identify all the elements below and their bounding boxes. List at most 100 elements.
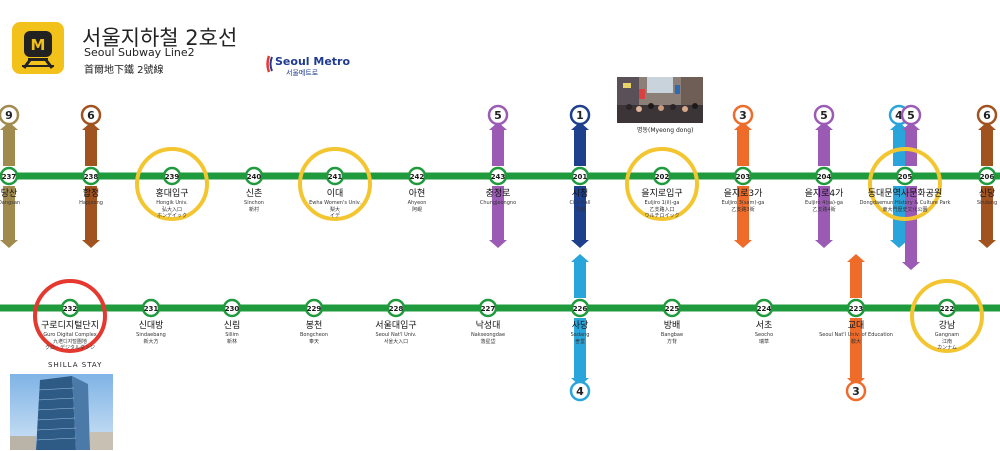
station-node [60,298,80,318]
station-name-ko: 을지로4가 [805,188,844,199]
highlight-ring [910,279,984,353]
station-name-kana: クロ・デジタルダンジ [45,344,95,351]
station-name-ko: 신림 [224,319,241,331]
station-name-ko: 을지로입구 [641,187,682,199]
transfer-arrow-icon [489,122,507,130]
transfer-arrow-icon [489,240,507,248]
station-name-en: Hongik Univ. [156,200,188,206]
line-number-badge [845,380,867,402]
station-code: 206 [980,173,995,181]
station-node [325,166,345,186]
station-code: 226 [573,305,588,313]
station-node [814,166,834,186]
station-code: 237 [2,173,17,181]
station-node [937,298,957,318]
highlight-ring [135,147,209,221]
transfer-arrow-icon [902,122,920,130]
station-name-en: Sindang [977,200,997,206]
station-node [141,298,161,318]
subway-logo-icon: M [12,22,64,74]
highlight-ring [33,279,107,353]
station-node [162,166,182,186]
station-node [754,298,774,318]
station-name-ko: 서초 [756,320,773,331]
line-number-label: 5 [494,109,502,122]
station-node [652,166,672,186]
line-number-label: 4 [895,109,903,122]
seoul-metro-logo-subtext: 서울메트로 [286,69,319,77]
station-code: 241 [328,173,343,181]
station-name-cn: 新村 [249,206,259,213]
station-name-cn: 奉天 [309,338,319,345]
station-name-en: Seocho [755,332,773,338]
station-name-cn: 九老디지털團地 [53,338,87,345]
station-name-ko: 홍대입구 [155,187,188,199]
highlight-ring [868,147,942,221]
station-name-en: Chungjeongno [480,200,516,206]
transfer-arrow-icon [571,378,589,386]
transfer-arrow-icon [847,378,865,386]
station-name-en: Euljiro 3(sam)-ga [722,200,765,206]
line-number-badge [732,104,754,126]
station-name-en: Ahyeon [408,200,427,206]
transfer-arrow-icon [902,262,920,270]
station-name-cn: 阿峴 [412,206,422,213]
station-name-cn: 서울大入口 [384,338,408,345]
station-name-en: Bongcheon [300,332,328,338]
page-subtitle-en: Seoul Subway Line2 [84,46,195,59]
station-code: 203 [736,173,751,181]
transfer-arrow-icon [571,122,589,130]
station-name-kana: ウルチロイック [644,212,679,219]
station-name-en: Dongdaemun History & Culture Park [860,200,951,206]
station-code: 201 [573,173,588,181]
station-name-ko: 시청 [572,188,589,199]
station-name-ko: 아현 [409,188,426,199]
highlight-ring [298,147,372,221]
line-number-label: 5 [820,109,828,122]
transfer-arrow-icon [815,240,833,248]
station-code: 242 [410,173,425,181]
station-name-cn: 落星垈 [480,338,495,345]
line-number-badge [80,104,102,126]
station-code: 232 [63,305,78,313]
station-name-en: Euljiro 1(il)-ga [645,200,680,206]
station-name-cn: 市廳 [575,206,585,213]
line-number-label: 5 [907,109,915,122]
station-code: 231 [144,305,159,313]
station-name-ko: 강남 [939,320,956,331]
station-name-kana: イデ [330,212,340,219]
station-name-en: Ewha Women's Univ. [309,200,361,206]
station-name-ko: 교대 [848,320,865,331]
station-name-en: Sillim [225,332,239,338]
station-name-en: Gangnam [935,332,960,338]
station-node [488,166,508,186]
seoul-metro-logo-text: Seoul Metro [275,55,351,68]
station-name-en: Sadang [571,332,590,338]
station-node [222,298,242,318]
station-name-ko: 봉천 [306,320,323,331]
station-code: 238 [84,173,99,181]
station-code: 223 [849,305,864,313]
station-name-cn: 東大門歷史文化公園 [882,206,927,213]
station-name-ko: 신대방 [139,320,164,331]
transfer-arrow-icon [0,240,18,248]
station-name-cn: 新林 [227,338,237,345]
station-name-en: Hapjeong [79,200,103,206]
station-code: 225 [665,305,680,313]
station-node [846,298,866,318]
station-name-ko: 방배 [664,320,681,331]
station-code: 230 [225,305,240,313]
station-name-ko: 합정 [83,188,100,199]
